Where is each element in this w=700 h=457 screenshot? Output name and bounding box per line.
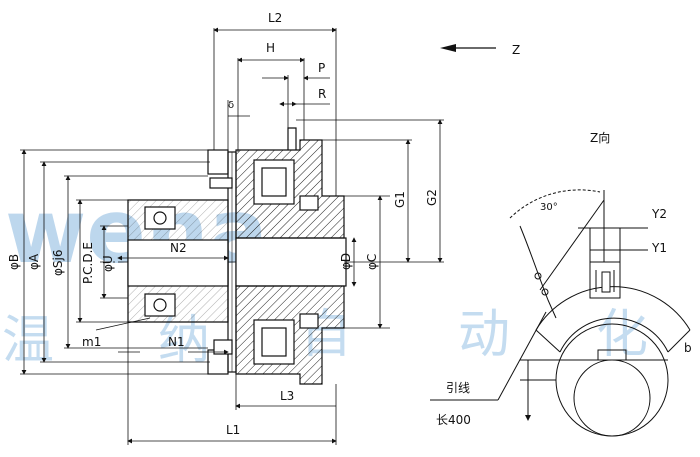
label-Z: Z [512,43,520,57]
label-N1: N1 [168,335,185,349]
label-G2: G2 [425,189,439,206]
watermark-cjk-4: 动 [458,305,510,365]
label-lead: 引线 [446,381,470,395]
label-phiU: φU [101,255,115,272]
label-L3: L3 [280,389,294,403]
label-phiC: φC [365,254,379,270]
clutch-section [100,127,350,385]
z-view-labels: Z向 Y2 Y1 b 30° 引线 长400 [436,130,692,427]
label-N2: N2 [170,241,187,255]
label-L1: L1 [226,423,240,437]
dimension-lines [20,27,444,445]
label-PCDE: P.C.D.E [81,242,95,284]
label-b: b [684,341,692,355]
watermark-cjk-5: 化 [596,305,648,365]
label-m1: m1 [82,335,101,349]
label-z-direction: Z向 [590,130,610,145]
label-G1: G1 [393,191,407,208]
label-L2: L2 [268,11,282,25]
label-Y2: Y2 [651,207,667,221]
label-phiSj6: φSj6 [51,249,65,276]
label-delta: δ [228,100,234,111]
label-phiD: φD [339,253,353,270]
label-phiB: φB [7,254,21,270]
dimension-labels: L2 H P R δ N2 N1 m1 L1 L3 φB φA φSj6 P.C… [7,11,439,437]
label-R: R [318,87,326,101]
z-view-arrow: Z [440,43,520,57]
label-lead-length: 长400 [436,413,471,427]
label-angle: 30° [540,202,558,213]
label-P: P [318,61,325,75]
label-Y1: Y1 [651,241,667,255]
z-view [430,189,691,437]
label-H: H [266,41,275,55]
label-phiA: φA [27,253,41,270]
